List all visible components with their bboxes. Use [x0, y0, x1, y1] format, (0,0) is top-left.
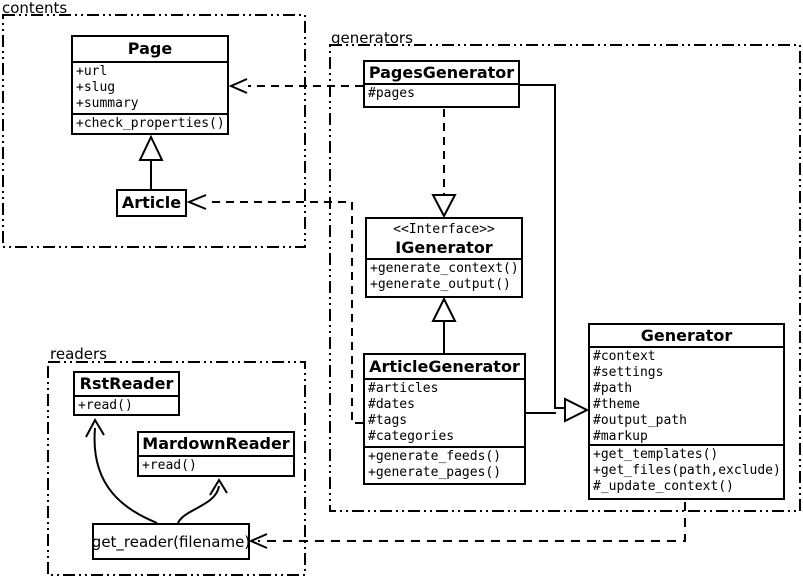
package-generators-border [329, 44, 801, 512]
class-generator-attributes: #context #settings #path #theme #output_… [590, 348, 783, 446]
class-articlegenerator: ArticleGenerator #articles #dates #tags … [363, 353, 526, 485]
attribute-row: #theme [593, 397, 640, 412]
class-igenerator-name: IGenerator [395, 238, 493, 257]
articlegenerator-to-article-dependency-line [207, 201, 363, 424]
class-markdownreader-title: MardownReader [139, 433, 293, 457]
pagesgenerator-to-page-dependency-arrowhead [228, 78, 248, 94]
class-pagesgenerator-title: PagesGenerator [365, 62, 518, 85]
getreader-to-rstreader-arrowhead [85, 417, 105, 438]
getreader-to-markdownreader-arrowhead [209, 478, 228, 496]
method-row: +generate_output() [370, 277, 511, 292]
package-contents-border [2, 14, 306, 248]
pagesgenerator-to-generator-generalization-line [520, 84, 565, 409]
getreader-to-markdownreader-line [177, 485, 220, 524]
class-generator-title: Generator [590, 325, 783, 348]
attribute-row: +summary [76, 96, 139, 111]
class-articlegenerator-attributes: #articles #dates #tags #categories [365, 380, 524, 448]
attribute-row: #markup [593, 429, 648, 444]
generator-generalization-triangle [564, 397, 590, 423]
class-markdownreader: MardownReader +read() [137, 431, 295, 477]
class-rstreader: RstReader +read() [73, 371, 180, 416]
class-articlegenerator-title: ArticleGenerator [365, 355, 524, 380]
package-readers-border [47, 361, 306, 576]
method-row: +get_templates() [593, 447, 719, 462]
attribute-row: #settings [593, 365, 664, 380]
class-pagesgenerator-attributes: #pages [365, 85, 518, 102]
class-article-title: Article [121, 193, 182, 212]
attribute-row: #path [593, 381, 633, 396]
pagesgenerator-to-igenerator-realization-triangle [431, 194, 457, 219]
generator-to-getreader-dependency-arrowhead [248, 533, 268, 549]
method-row: +generate_feeds() [368, 449, 502, 464]
function-get-reader-label: get_reader(filename) [91, 532, 251, 551]
method-row: +generate_context() [370, 261, 519, 276]
attribute-row: +url [76, 64, 108, 79]
generator-to-getreader-dependency-line [258, 502, 686, 542]
class-rstreader-methods: +read() [75, 397, 178, 414]
attribute-row: #tags [368, 413, 408, 428]
method-row: +get_files(path,exclude) [593, 463, 781, 478]
articlegenerator-to-igenerator-generalization-triangle [431, 296, 457, 322]
package-readers-label: readers [50, 345, 107, 363]
class-igenerator-stereotype: <<Interface>> [393, 222, 495, 237]
method-row: +read() [78, 398, 133, 413]
class-igenerator-title: <<Interface>> IGenerator [367, 219, 521, 260]
class-igenerator-methods: +generate_context() +generate_output() [367, 260, 521, 293]
method-row: +check_properties() [76, 116, 225, 131]
class-article: Article [116, 189, 187, 217]
class-page: Page +url +slug +summary +check_properti… [71, 35, 229, 135]
attribute-row: #output_path [593, 413, 687, 428]
function-get-reader-box: get_reader(filename) [92, 523, 250, 560]
package-contents-label: contents [2, 0, 68, 17]
class-page-title: Page [73, 37, 227, 63]
method-row: +read() [142, 458, 197, 473]
class-generator: Generator #context #settings #path #them… [588, 323, 785, 500]
class-rstreader-title: RstReader [75, 373, 178, 397]
getreader-to-rstreader-line [93, 427, 158, 524]
package-generators-label: generators [331, 29, 413, 47]
attribute-row: #context [593, 349, 656, 364]
method-row: +generate_pages() [368, 465, 502, 480]
attribute-row: +slug [76, 80, 116, 95]
articlegenerator-to-article-dependency-arrowhead [186, 194, 207, 210]
class-articlegenerator-methods: +generate_feeds() +generate_pages() [365, 448, 524, 481]
class-page-methods: +check_properties() [73, 115, 227, 132]
attribute-row: #dates [368, 397, 415, 412]
method-row: #_update_context() [593, 479, 734, 494]
attribute-row: #articles [368, 381, 439, 396]
class-page-attributes: +url +slug +summary [73, 63, 227, 115]
class-markdownreader-methods: +read() [139, 457, 293, 474]
class-pagesgenerator: PagesGenerator #pages [363, 60, 520, 108]
attribute-row: #pages [368, 86, 415, 101]
attribute-row: #categories [368, 429, 455, 444]
class-igenerator: <<Interface>> IGenerator +generate_conte… [365, 217, 523, 298]
class-generator-methods: +get_templates() +get_files(path,exclude… [590, 446, 783, 495]
article-to-page-generalization-triangle [138, 134, 164, 161]
